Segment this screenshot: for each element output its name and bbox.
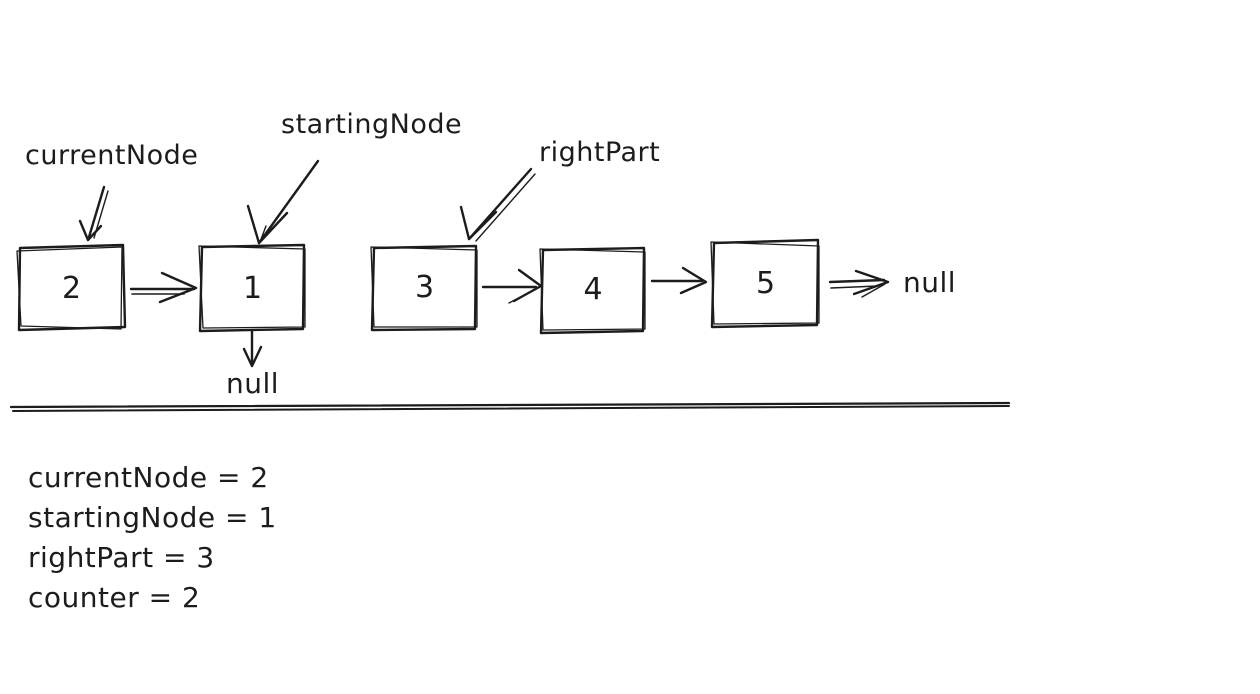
divider-line [9,401,1011,412]
variable-line-counter: counter = 2 [28,581,201,614]
arrow-node1-to-null [242,329,263,368]
arrow-rightpart-pointer [459,167,536,242]
node-value-3: 3 [414,270,435,305]
label-right-part: rightPart [539,137,661,168]
node-value-5: 5 [755,266,776,301]
null-label-below-node1: null [226,367,280,400]
variable-line-startingnode: startingNode = 1 [28,501,277,534]
label-starting-node: startingNode [281,109,463,140]
arrow-startingnode-pointer [246,159,320,245]
node-value-2: 2 [61,271,82,306]
node-box-2 [16,243,127,332]
arrow-node5-to-null [828,269,890,298]
arrow-node3-to-node4 [481,268,543,304]
node-box-5 [710,238,820,329]
node-box-4 [539,246,646,335]
arrow-node2-to-node1 [129,271,198,304]
arrow-node4-to-node5 [650,266,708,295]
label-current-node: currentNode [25,140,199,171]
arrow-currentnode-pointer [78,185,109,242]
variable-line-rightpart: rightPart = 3 [28,541,215,574]
node-box-1 [198,243,306,333]
node-value-1: 1 [242,271,263,306]
variable-line-currentnode: currentNode = 2 [28,461,269,494]
null-label-list-end: null [903,266,957,299]
node-value-4: 4 [583,272,603,307]
node-box-3 [370,244,478,332]
